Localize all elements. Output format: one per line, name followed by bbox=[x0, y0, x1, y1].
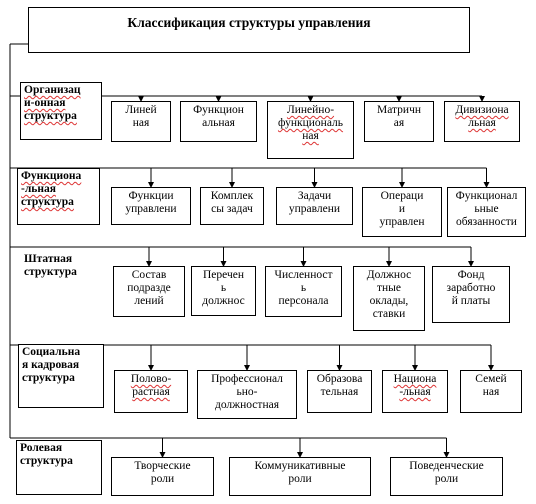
item-box-row4-4-line: -льная bbox=[399, 386, 431, 398]
item-box-row2-2-line: Комплек bbox=[210, 190, 254, 202]
item-box-row2-4-line: и bbox=[398, 203, 406, 215]
item-box-row3-5-line: Фонд bbox=[457, 269, 485, 281]
item-box-row3-3-line: Численност bbox=[274, 269, 333, 281]
category-box-1-line: Организац bbox=[24, 84, 81, 96]
item-box-row3-4-line: ставки bbox=[372, 308, 406, 320]
item-box-row3-2-line: должнос bbox=[202, 295, 245, 307]
item-box-row2-5-line: Функционал bbox=[455, 190, 518, 202]
item-box-row2-1-line: Функции bbox=[128, 190, 174, 202]
category-box-3-line: Штатная bbox=[24, 253, 73, 265]
item-box-row1-3-line: функциональ bbox=[277, 117, 344, 129]
diagram-title: Классификация структуры управления bbox=[28, 7, 470, 53]
item-box-row4-2-line: ьно- bbox=[236, 386, 258, 398]
item-box-row4-1-line: Полово- bbox=[130, 373, 172, 385]
item-box-row1-2-line: альная bbox=[202, 117, 235, 129]
item-box-row1-3-line: Линейно- bbox=[286, 104, 335, 116]
item-box-row3-3-line: ь bbox=[300, 282, 307, 294]
category-box-1-line: и-онная bbox=[24, 97, 66, 109]
item-box-row4-5-line: ная bbox=[482, 386, 500, 398]
item-box-row5-3-line: роли bbox=[434, 473, 459, 485]
item-box-row4-4: Национа-льная bbox=[382, 370, 448, 413]
item-box-row5-3-line: Поведенческие bbox=[409, 460, 484, 472]
item-box-row2-3-line: Задачи bbox=[297, 190, 332, 202]
category-box-4-line: структура bbox=[22, 372, 75, 384]
item-box-row2-2-line: сы задач bbox=[211, 203, 253, 215]
item-box-row3-4-line: тные bbox=[376, 282, 401, 294]
item-box-row4-5-line: Семей bbox=[475, 373, 507, 385]
item-box-row3-1-line: подразде bbox=[127, 282, 171, 294]
category-box-4-line: я кадровая bbox=[22, 359, 80, 371]
item-box-row1-5-line: Дивизиона bbox=[455, 104, 509, 116]
item-box-row4-1-line: растная bbox=[132, 386, 170, 398]
item-box-row3-4-line: Должнос bbox=[366, 269, 412, 281]
item-box-row3-2-line: ь bbox=[220, 282, 227, 294]
category-box-3-line: структура bbox=[24, 266, 77, 278]
item-box-row3-1-line: лений bbox=[134, 295, 164, 307]
item-box-row4-3-line: тельная bbox=[320, 386, 359, 398]
item-box-row3-4-line: оклады, bbox=[369, 295, 409, 307]
category-box-2-line: структура bbox=[21, 196, 74, 208]
item-box-row5-2-line: роли bbox=[288, 473, 312, 485]
category-box-2-line: Функциона bbox=[21, 170, 82, 182]
item-box-row4-2-line: должностная bbox=[214, 399, 279, 411]
item-box-row2-3-line: управлени bbox=[288, 203, 341, 215]
item-box-row1-4-line: Матричн bbox=[376, 104, 422, 116]
item-box-row4-1: Полово-растная bbox=[114, 370, 188, 413]
item-box-row3-5-line: заработно bbox=[446, 282, 496, 294]
category-box-4-line: Социальна bbox=[22, 346, 81, 358]
item-box-row2-5-line: обязанности bbox=[456, 216, 517, 228]
item-box-row2-5-line: ьные bbox=[474, 203, 499, 215]
item-box-row3-3-line: персонала bbox=[278, 295, 329, 307]
category-box-5-line: Ролевая bbox=[20, 442, 63, 454]
item-box-row3-2-line: Перечен bbox=[202, 269, 245, 281]
item-box-row1-1-line: ная bbox=[132, 117, 150, 129]
item-box-row1-3-line: ная bbox=[302, 130, 319, 142]
category-box-1-line: структура bbox=[24, 110, 77, 122]
category-box-2-line: -льная bbox=[21, 183, 56, 195]
item-box-row4-4-line: Национа bbox=[393, 373, 437, 385]
item-box-row5-1-line: роли bbox=[150, 473, 175, 485]
item-box-row5-1-line: Творческие bbox=[134, 460, 191, 472]
item-box-row4-2-line: Профессионал bbox=[211, 373, 283, 385]
category-box-5-line: структура bbox=[20, 455, 73, 467]
item-box-row1-1-line: Линей bbox=[125, 104, 157, 116]
item-box-row4-3-line: Образова bbox=[316, 373, 363, 385]
item-box-row3-5-line: й платы bbox=[451, 295, 491, 307]
item-box-row2-4-line: Операци bbox=[380, 190, 424, 202]
item-box-row1-2-line: Функцион bbox=[193, 104, 244, 116]
item-box-row2-4-line: управлен bbox=[379, 216, 425, 228]
item-box-row2-1-line: управлени bbox=[125, 203, 177, 215]
item-box-row3-1-line: Состав bbox=[131, 269, 167, 281]
item-box-row1-4-line: ая bbox=[393, 117, 405, 129]
item-box-row1-5-line: льная bbox=[468, 117, 496, 129]
item-box-row5-2-line: Коммуникативные bbox=[254, 460, 346, 472]
